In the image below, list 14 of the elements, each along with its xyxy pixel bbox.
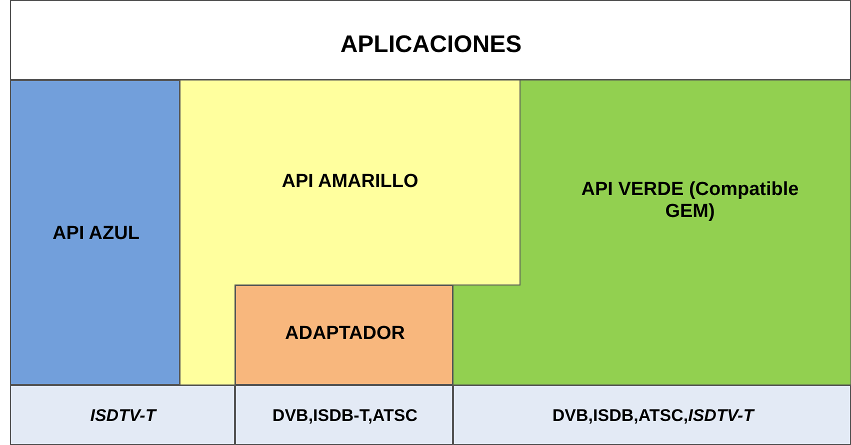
layer-panel — [235, 285, 453, 385]
layer-label: API VERDE (Compatible GEM) — [580, 179, 800, 223]
layer-label: API AZUL — [52, 223, 140, 245]
table-cell — [235, 385, 453, 445]
table-cell — [453, 385, 851, 445]
header-band — [10, 0, 851, 80]
standard-label: DVB,ISDB,ATSC,ISDTV-T — [551, 406, 756, 426]
table-cell — [10, 385, 235, 445]
standard-label: DVB,ISDB-T,ATSC — [271, 406, 419, 426]
title-text: APLICACIONES — [339, 31, 523, 59]
standard-label: ISDTV-T — [89, 406, 158, 426]
layer-label: ADAPTADOR — [284, 323, 406, 345]
layer-panel — [10, 80, 180, 385]
layer-label: API AMARILLO — [280, 171, 420, 193]
